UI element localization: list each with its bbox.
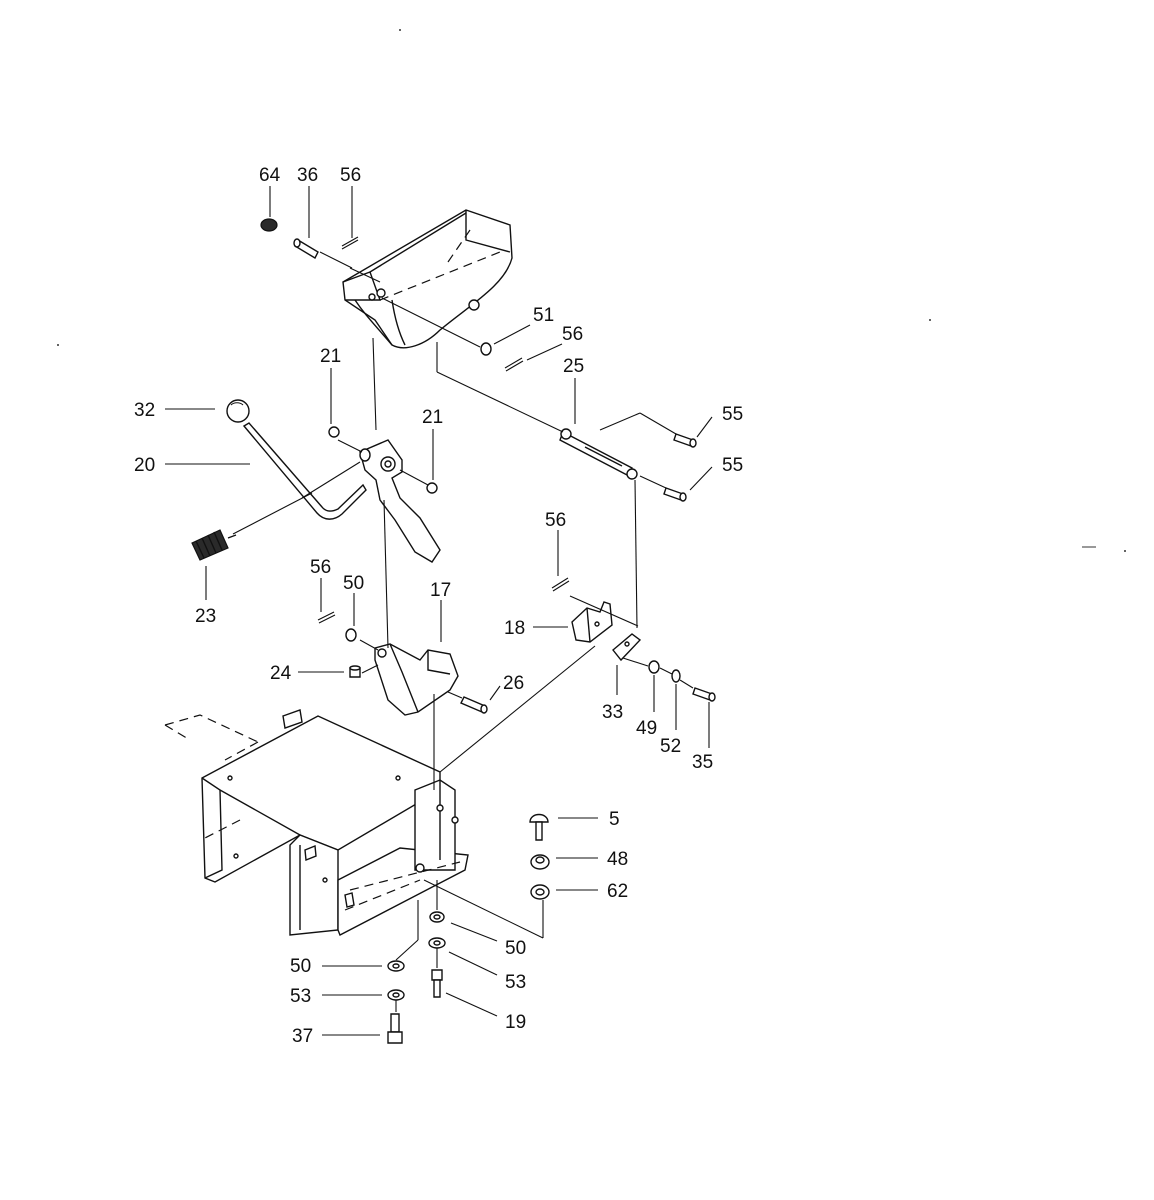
callout-53: 53 (505, 972, 526, 993)
scan-specks (57, 29, 1126, 552)
callout-56: 56 (562, 324, 583, 345)
knob-part-32 (226, 399, 250, 423)
callout-56: 56 (340, 165, 361, 186)
plate-part-33 (612, 633, 642, 662)
callout-26: 26 (503, 673, 524, 694)
callout-5: 5 (609, 809, 620, 830)
washer-part-50-right (429, 911, 445, 923)
callout-36: 36 (297, 165, 318, 186)
bracket-part-17 (374, 643, 459, 716)
callout-50: 50 (505, 938, 526, 959)
spring-part-23 (191, 529, 237, 561)
washer-part-51 (480, 342, 492, 356)
callout-33: 33 (602, 702, 623, 723)
callout-21: 21 (320, 346, 341, 367)
pin-part-26 (460, 696, 488, 714)
callout-55: 55 (722, 455, 743, 476)
cotter-pin-part-56-mid (504, 357, 524, 372)
callout-50: 50 (343, 573, 364, 594)
callout-56: 56 (545, 510, 566, 531)
cap-part-64 (260, 218, 278, 232)
washer-part-52 (671, 669, 681, 683)
cotter-pin-part-56-left (317, 611, 336, 624)
cotter-pin-part-56-top (341, 236, 359, 250)
callout-64: 64 (259, 165, 281, 186)
washer-part-49 (648, 660, 660, 674)
callout-50: 50 (290, 956, 311, 977)
callout-17: 17 (430, 580, 451, 601)
callout-56: 56 (310, 557, 331, 578)
callout-18: 18 (504, 618, 525, 639)
washer-part-50-upper (345, 628, 357, 642)
assembly-lines (232, 251, 694, 1012)
bolt-part-55-upper (673, 433, 697, 448)
nut-part-48 (530, 854, 550, 870)
bolt-part-37 (387, 1013, 403, 1044)
bracket-part-18 (571, 601, 613, 643)
callout-55: 55 (722, 404, 743, 425)
callout-21: 21 (422, 407, 443, 428)
washer-part-62 (530, 884, 550, 900)
cotter-pin-part-56-right (551, 577, 570, 592)
bolt-part-19 (431, 969, 443, 998)
callout-37: 37 (292, 1026, 313, 1047)
bushing-part-24 (349, 665, 361, 678)
washer-part-53-left (387, 989, 405, 1001)
pin-part-36 (293, 238, 319, 259)
bolt-part-55-lower (663, 487, 687, 502)
callout-53: 53 (290, 986, 311, 1007)
callout-32: 32 (134, 400, 155, 421)
upper-guard-bracket (342, 209, 513, 349)
gas-strut-part-25 (559, 428, 638, 480)
callout-52: 52 (660, 736, 681, 757)
callout-35: 35 (692, 752, 713, 773)
carriage-bolt-part-5 (529, 813, 549, 841)
handle-lever-part-20 (242, 422, 367, 520)
callout-23: 23 (195, 606, 216, 627)
nut-part-21-left (328, 426, 340, 438)
callout-20: 20 (134, 455, 155, 476)
washer-part-53-right (428, 937, 446, 949)
callout-62: 62 (607, 881, 628, 902)
callout-24: 24 (270, 663, 292, 684)
callout-25: 25 (563, 356, 584, 377)
base-frame (164, 709, 469, 936)
washer-part-50-left (387, 960, 405, 972)
leader-lines (165, 186, 713, 1036)
callout-51: 51 (533, 305, 554, 326)
callout-49: 49 (636, 718, 657, 739)
nut-part-21-right (426, 482, 438, 494)
bolt-part-35 (692, 687, 716, 702)
callout-48: 48 (607, 849, 628, 870)
pedal-arm (359, 439, 441, 563)
callout-19: 19 (505, 1012, 526, 1033)
callout-labels: 64 36 56 51 56 25 21 21 32 20 55 55 23 5… (134, 165, 743, 1047)
